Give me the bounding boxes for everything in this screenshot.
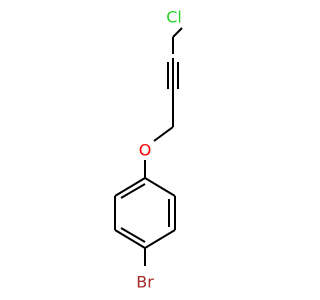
ring-bond-bottom-right — [144, 229, 176, 249]
molecule-structure-canvas: Cl O Br — [114, 8, 183, 292]
chlorine-atom-label: Cl — [166, 8, 182, 27]
ring-inner-double-top-left — [120, 183, 146, 199]
ring-bond-top-right — [144, 177, 176, 197]
bromine-atom-label: Br — [136, 273, 154, 292]
molecule-structure: Cl O Br — [114, 8, 183, 292]
bond-cl-ch2 — [172, 27, 183, 38]
ring-inner-double-bottom-left — [120, 227, 146, 243]
ring-bond-top-left — [114, 177, 146, 197]
oxygen-atom-label: O — [139, 141, 152, 160]
ring-bond-bottom-left — [114, 229, 146, 249]
bond-ch2-o-angle — [153, 126, 174, 142]
